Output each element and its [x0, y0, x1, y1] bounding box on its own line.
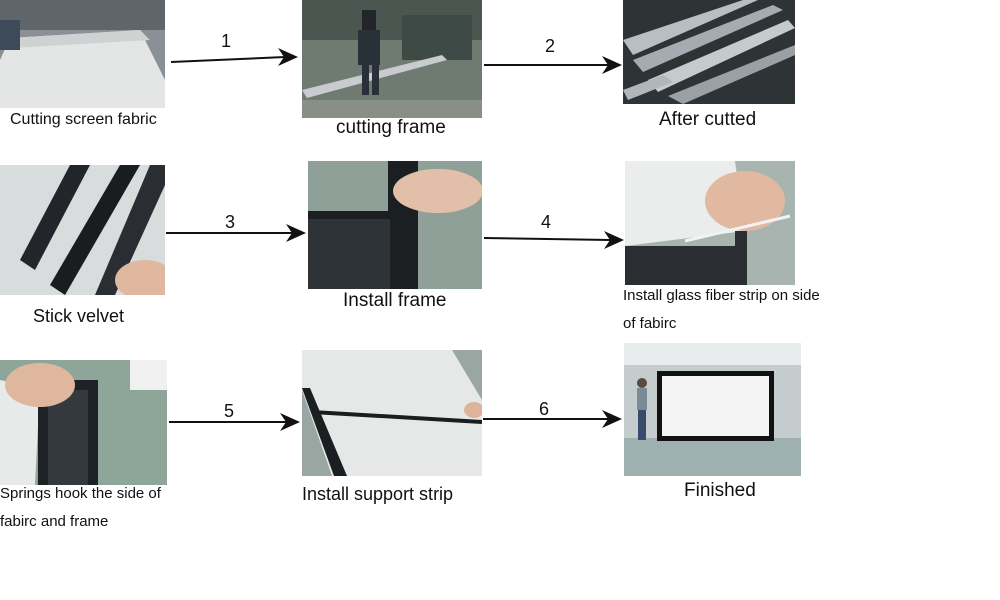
caption-step-8: Install support strip [302, 484, 454, 504]
arrowhead-1 [278, 48, 298, 66]
photo-install-support-strip [302, 350, 482, 476]
arrow-label-6: 6 [539, 399, 550, 419]
caption-step-5: Install frame [343, 290, 447, 311]
arrowhead-4 [604, 231, 624, 249]
photo-cutting-frame [302, 0, 482, 118]
arrow-label-1: 1 [221, 31, 232, 51]
caption-step-3: After cutted [659, 109, 757, 130]
arrowhead-5 [280, 413, 300, 431]
photo-finished [624, 343, 801, 476]
arrowhead-3 [286, 224, 306, 242]
photo-cutting-screen-fabric [0, 0, 165, 108]
caption-step-4: Stick velvet [33, 306, 125, 326]
arrow-4 [483, 237, 611, 241]
caption-step-6: Install glass fiber strip on side of fab… [623, 287, 820, 332]
photo-after-cutted [623, 0, 795, 104]
arrow-label-3: 3 [225, 212, 236, 232]
caption-step-2: cutting frame [336, 117, 446, 138]
caption-step-7: Springs hook the side of fabirc and fram… [0, 485, 161, 530]
caption-step-9: Finished [684, 480, 756, 501]
photo-install-glass-fiber-strip [625, 161, 795, 285]
arrowhead-6 [602, 410, 622, 428]
arrowhead-2 [602, 56, 622, 74]
photo-install-frame [308, 161, 482, 289]
arrow-1 [170, 56, 286, 63]
photo-springs-hook [0, 360, 167, 485]
arrow-label-2: 2 [545, 36, 556, 56]
caption-step-1: Cutting screen fabric [10, 111, 157, 128]
arrow-label-5: 5 [224, 401, 235, 421]
arrow-label-4: 4 [541, 212, 552, 232]
photo-stick-velvet [0, 165, 165, 295]
